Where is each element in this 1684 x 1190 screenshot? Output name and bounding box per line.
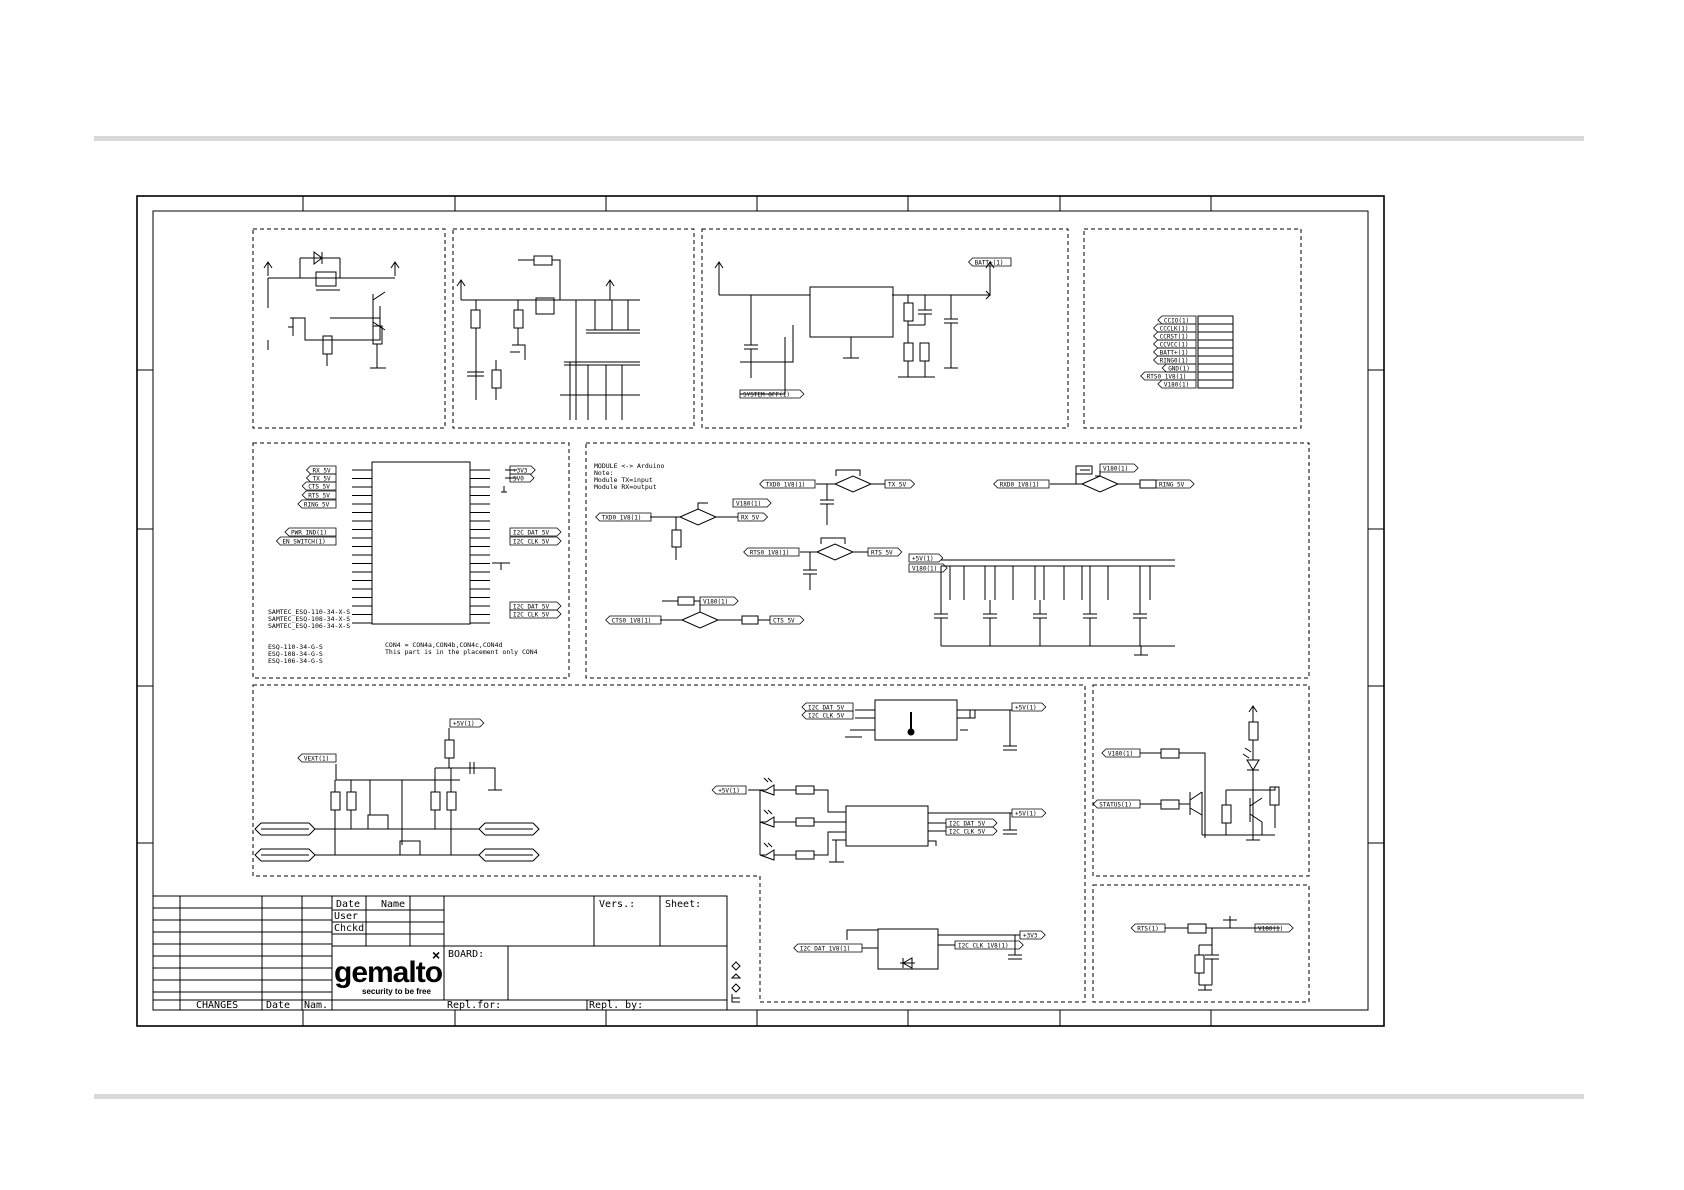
level-shifters xyxy=(650,465,1175,656)
regulator-circuit xyxy=(714,261,995,378)
arduino-header-body xyxy=(371,461,471,625)
box-level-shifters xyxy=(585,442,1310,679)
title-block xyxy=(152,895,728,1011)
io-expander-ic xyxy=(845,805,929,847)
top-divider xyxy=(94,136,1584,141)
frame-inner xyxy=(152,210,1369,1011)
box-i2c-section xyxy=(252,684,1086,1003)
bottom-divider xyxy=(94,1094,1584,1099)
box-power-switch xyxy=(252,228,446,429)
power-switch-circuit xyxy=(263,251,400,369)
arduino-header xyxy=(352,461,517,625)
status-led-circuit xyxy=(1140,705,1280,841)
regulator-ic xyxy=(809,286,894,338)
box-arduino-header xyxy=(252,442,570,679)
box-mosfet-filter xyxy=(452,228,695,429)
group-boxes xyxy=(252,228,1310,1003)
temp-sensor-ic xyxy=(874,699,958,741)
i2c-section xyxy=(254,728,540,862)
zone-ticks xyxy=(137,196,1384,1026)
sim-connector xyxy=(1197,315,1234,389)
reset-button-circuit xyxy=(1165,916,1280,991)
mosfet-filter-circuit xyxy=(456,255,640,420)
title-block-icons xyxy=(730,961,742,1003)
frame-outer xyxy=(136,195,1385,1027)
box-regulator xyxy=(701,228,1069,429)
box-connector xyxy=(1083,228,1302,429)
i2c-translator xyxy=(846,928,1022,970)
box-status-led xyxy=(1092,684,1310,877)
box-reset xyxy=(1092,884,1310,1003)
led-driver xyxy=(748,777,1017,863)
temperature-sensor xyxy=(845,699,1017,751)
translator-ic xyxy=(877,928,939,970)
